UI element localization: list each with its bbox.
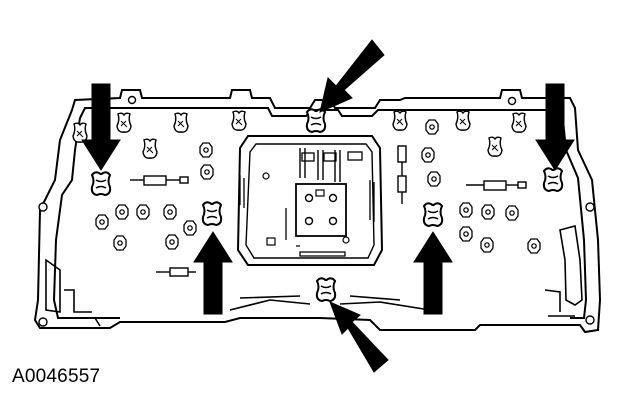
arrow-bottom-center [329, 301, 389, 373]
figure-id-label: A0046557 [12, 366, 101, 387]
edge-brackets [45, 224, 583, 327]
arrow-top-center [319, 39, 385, 113]
center-gauge-window [236, 135, 384, 266]
terminal-nuts [95, 119, 541, 254]
arrow-top-right [535, 83, 575, 171]
callout-arrows [81, 39, 575, 373]
arrow-top-left [81, 83, 121, 171]
housing-outline [33, 89, 602, 334]
mounting-holes [38, 95, 595, 327]
arrow-bottom-right [413, 231, 453, 315]
resistors [130, 145, 527, 277]
arrow-bottom-left [193, 231, 233, 315]
